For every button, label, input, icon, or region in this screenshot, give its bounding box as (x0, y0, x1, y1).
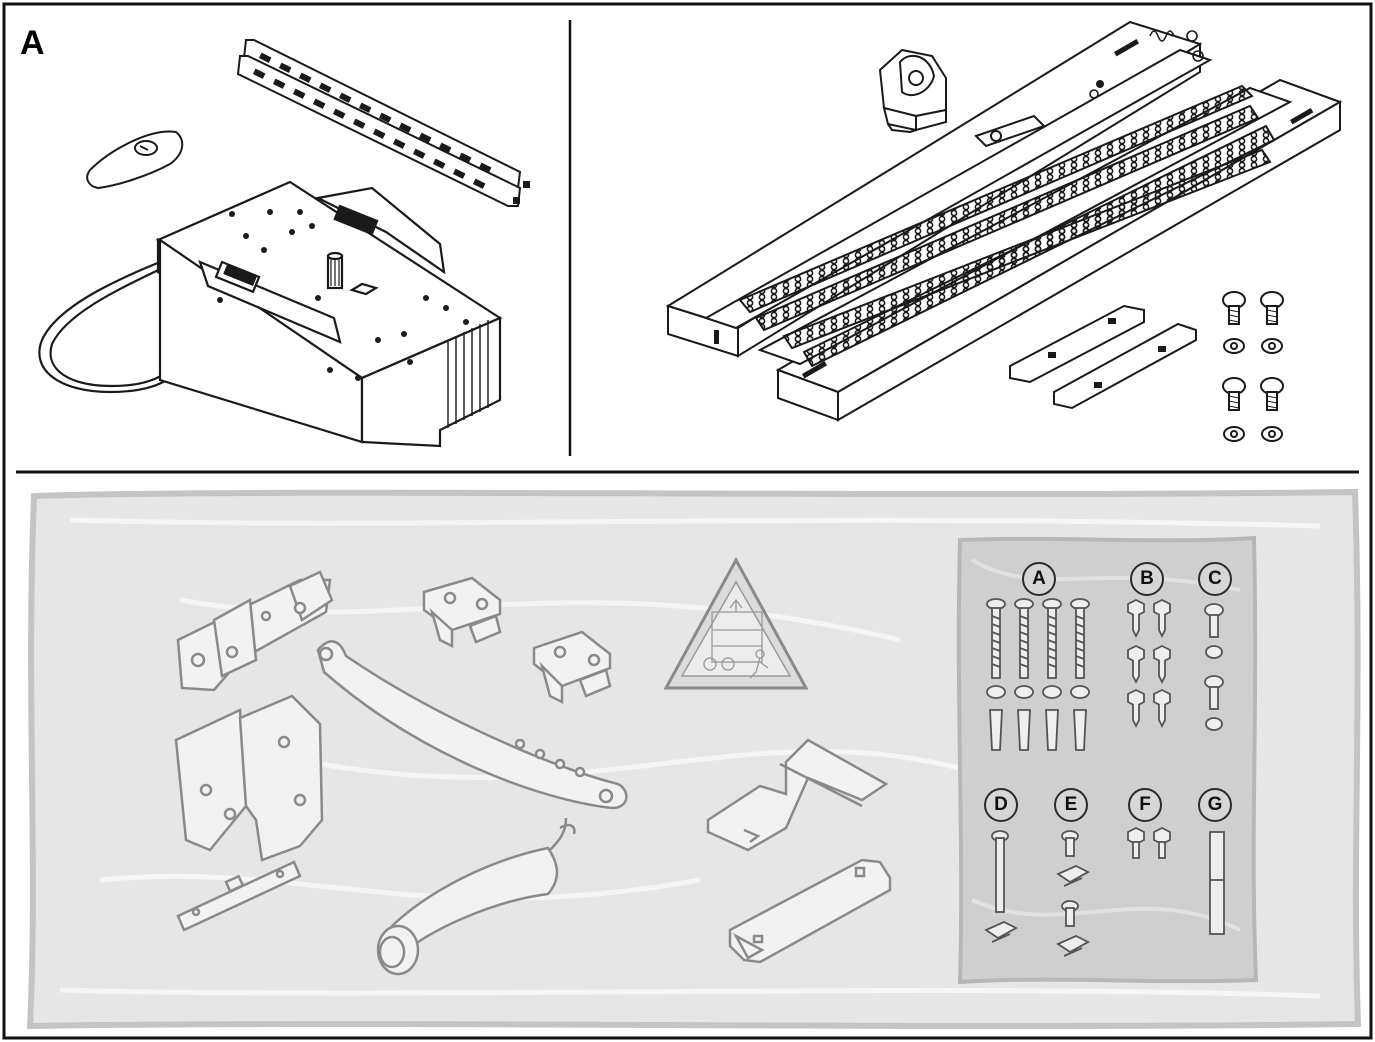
header-bracket (174, 694, 324, 862)
idler-bracket (706, 738, 889, 852)
hardware-label-d: D (984, 788, 1018, 822)
door-strap (176, 860, 302, 932)
figure-letter: A (20, 24, 45, 62)
hardware-label-a: A (1022, 562, 1056, 596)
bolt-and-nut-set (1222, 291, 1284, 442)
hardware-label-f: F (1128, 788, 1162, 822)
hex-screws (1127, 598, 1171, 729)
mounting-strap-pair (236, 39, 530, 207)
rail-clip (728, 858, 892, 964)
clevis-pin-long (984, 830, 1018, 943)
trolley-clip-2 (532, 630, 612, 705)
hardware-label-b: B (1130, 562, 1164, 596)
door-bracket (176, 570, 334, 692)
hardware-label-e: E (1054, 788, 1088, 822)
trolley-clip-1 (422, 576, 502, 649)
hardware-bag (956, 535, 1259, 985)
carriage-bolts (1204, 603, 1224, 731)
light-lens-cover (86, 130, 184, 190)
clevis-pins-short (1056, 830, 1090, 957)
hardware-label-c: C (1198, 562, 1232, 596)
hex-bolts (1127, 826, 1171, 859)
rail-connector-plates (1009, 304, 1197, 410)
pull-cord-stick (1209, 831, 1225, 935)
opener-motor-unit (38, 180, 503, 448)
hardware-bag-shine (970, 558, 1241, 932)
trolley-carriage (878, 48, 947, 134)
hardware-label-g: G (1198, 788, 1232, 822)
emergency-release-handle (376, 817, 576, 976)
rail-assembly (665, 20, 1343, 422)
child-safety-warning-label (663, 556, 809, 690)
hardware-bag-parts (984, 598, 1225, 957)
bag-parts (174, 556, 892, 976)
lag-screws (986, 598, 1090, 751)
door-arm (316, 640, 628, 810)
